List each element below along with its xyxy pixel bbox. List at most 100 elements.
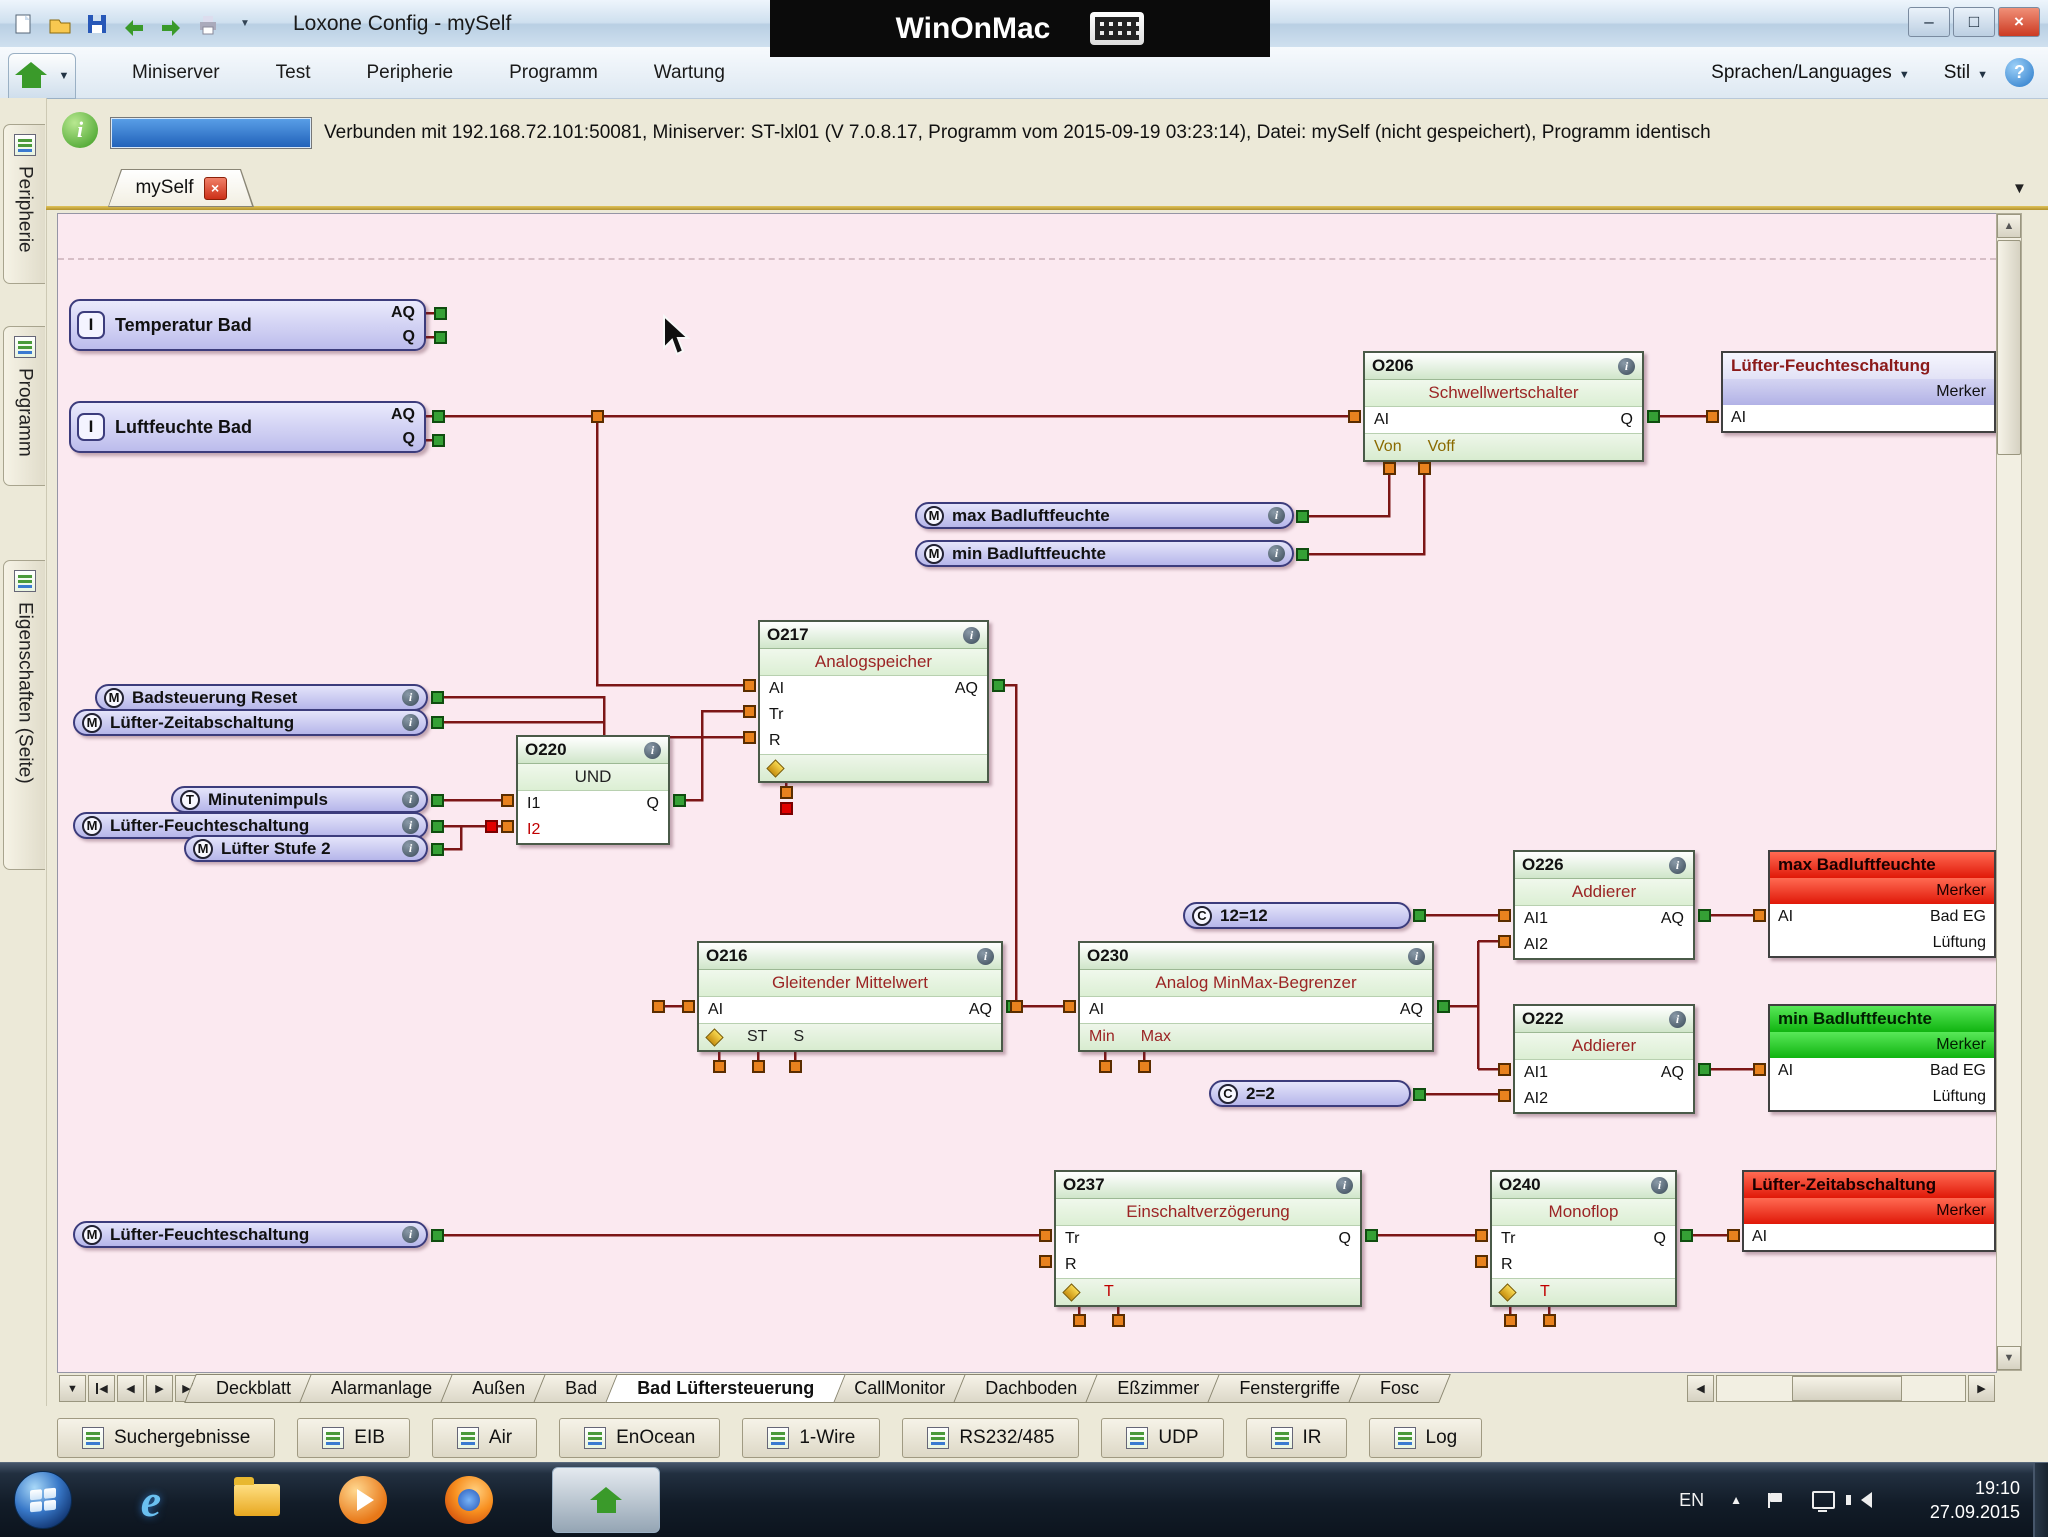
constant-2[interactable]: C 2=2 xyxy=(1209,1080,1411,1107)
port-in[interactable]: AI xyxy=(1089,1001,1104,1019)
info-icon[interactable]: i xyxy=(1268,545,1285,562)
page-tab-alarmanlage[interactable]: Alarmanlage xyxy=(305,1374,458,1403)
block-o216-gleitender-mittelwert[interactable]: O216 i Gleitender Mittelwert AI AQ ST S xyxy=(697,941,1003,1052)
flag-luefter-stufe-2[interactable]: M Lüfter Stufe 2 i xyxy=(184,835,428,862)
page-tab-bad-lueftersteuerung[interactable]: Bad Lüftersteuerung xyxy=(611,1374,840,1403)
start-button[interactable] xyxy=(14,1471,72,1529)
panel-tab-rs232-485[interactable]: RS232/485 xyxy=(902,1418,1079,1458)
close-tab-icon[interactable]: × xyxy=(204,177,227,200)
language-indicator[interactable]: EN xyxy=(1679,1490,1704,1511)
port-in[interactable]: AI1 xyxy=(1524,1064,1548,1082)
internet-explorer-icon[interactable]: e xyxy=(124,1473,178,1527)
port-in[interactable]: R xyxy=(769,732,781,750)
file-explorer-icon[interactable] xyxy=(230,1473,284,1527)
port-q[interactable]: Q xyxy=(403,325,415,349)
info-icon[interactable]: i xyxy=(1618,358,1635,375)
constant-12[interactable]: C 12=12 xyxy=(1183,902,1411,929)
port-aq[interactable]: AQ xyxy=(391,301,415,325)
volume-icon[interactable] xyxy=(1861,1492,1872,1508)
param-von[interactable]: Von xyxy=(1374,438,1402,456)
scroll-up-button[interactable]: ▲ xyxy=(1997,214,2021,238)
loxone-config-taskbar-button[interactable] xyxy=(552,1467,660,1533)
param-t[interactable]: T xyxy=(1104,1283,1114,1301)
info-icon[interactable]: i xyxy=(963,627,980,644)
tab-scroll-right-button[interactable]: ▶ xyxy=(1968,1375,1995,1402)
show-desktop-button[interactable] xyxy=(2033,1463,2048,1537)
port-in[interactable]: I1 xyxy=(527,795,540,813)
port-in[interactable]: Tr xyxy=(1501,1230,1516,1248)
merker-min-badluftfeuchte[interactable]: min Badluftfeuchte Merker AIBad EG Lüftu… xyxy=(1768,1004,1996,1112)
panel-tab-air[interactable]: Air xyxy=(432,1418,537,1458)
sidebar-tab-peripherie[interactable]: Peripherie xyxy=(3,124,45,284)
block-o222-addierer[interactable]: O222 i Addierer AI1 AQ AI2 xyxy=(1513,1004,1695,1114)
port-in[interactable]: R xyxy=(1501,1256,1513,1274)
menu-peripherie[interactable]: Peripherie xyxy=(366,62,453,84)
action-center-icon[interactable] xyxy=(1768,1493,1786,1508)
panel-tab-ir[interactable]: IR xyxy=(1246,1418,1347,1458)
block-o220-und[interactable]: O220 i UND I1 Q I2 xyxy=(516,735,670,845)
open-folder-icon[interactable] xyxy=(46,10,74,38)
flag-luefter-zeitabschaltung[interactable]: M Lüfter-Zeitabschaltung i xyxy=(73,709,428,736)
flag-badsteuerung-reset[interactable]: M Badsteuerung Reset i xyxy=(95,684,428,711)
port-out[interactable]: AQ xyxy=(955,680,978,698)
panel-tab-suchergebnisse[interactable]: Suchergebnisse xyxy=(57,1418,275,1458)
horizontal-scrollbar[interactable] xyxy=(1716,1375,1966,1402)
port-in[interactable]: AI xyxy=(1374,411,1389,429)
minimize-button[interactable]: – xyxy=(1908,7,1950,37)
port-in[interactable]: AI1 xyxy=(1524,910,1548,928)
block-o230-analog-minmax-begrenzer[interactable]: O230 i Analog MinMax-Begrenzer AI AQ Min… xyxy=(1078,941,1434,1052)
port-in-inverted[interactable]: I2 xyxy=(527,821,540,839)
info-icon[interactable]: i xyxy=(1336,1177,1353,1194)
port-in[interactable]: AI xyxy=(769,680,784,698)
port-out[interactable]: AQ xyxy=(1661,910,1684,928)
input-block-luftfeuchte-bad[interactable]: I Luftfeuchte Bad AQ Q xyxy=(69,401,426,453)
new-file-icon[interactable] xyxy=(9,10,37,38)
port-aq[interactable]: AQ xyxy=(391,403,415,427)
sidebar-tab-eigenschaften[interactable]: Eigenschaften (Seite) xyxy=(3,560,45,870)
flag-luefter-feuchteschaltung-2[interactable]: M Lüfter-Feuchteschaltung i xyxy=(73,1221,428,1248)
port-in[interactable]: AI2 xyxy=(1524,1090,1548,1108)
port-in[interactable]: Tr xyxy=(769,706,784,724)
sidebar-tab-programm[interactable]: Programm xyxy=(3,326,45,486)
scroll-down-button[interactable]: ▼ xyxy=(1997,1346,2021,1370)
vertical-scroll-thumb[interactable] xyxy=(1997,240,2021,455)
flag-max-badluftfeuchte[interactable]: M max Badluftfeuchte i xyxy=(915,502,1294,529)
block-o206-schwellwertschalter[interactable]: O206 i Schwellwertschalter AI Q Von Voff xyxy=(1363,351,1644,462)
block-o226-addierer[interactable]: O226 i Addierer AI1 AQ AI2 xyxy=(1513,850,1695,960)
horizontal-scroll-thumb[interactable] xyxy=(1792,1376,1902,1401)
param-min[interactable]: Min xyxy=(1089,1028,1115,1046)
port-out[interactable]: AQ xyxy=(1400,1001,1423,1019)
print-icon[interactable] xyxy=(194,10,222,38)
menu-languages[interactable]: Sprachen/Languages▼ xyxy=(1711,62,1910,84)
page-tab-callmonitor[interactable]: CallMonitor xyxy=(828,1374,971,1403)
menu-stil[interactable]: Stil▼ xyxy=(1944,62,1988,84)
param-max[interactable]: Max xyxy=(1141,1028,1171,1046)
document-tab-myself[interactable]: mySelf × xyxy=(108,169,254,207)
program-canvas[interactable]: I Temperatur Bad AQ Q I Luftfeuchte Bad … xyxy=(57,213,1997,1373)
info-icon[interactable]: i xyxy=(1408,948,1425,965)
merker-luefter-feuchteschaltung[interactable]: Lüfter-Feuchteschaltung Merker AI xyxy=(1721,351,1996,433)
merker-max-badluftfeuchte[interactable]: max Badluftfeuchte Merker AIBad EG Lüftu… xyxy=(1768,850,1996,958)
info-icon[interactable]: i xyxy=(402,689,419,706)
port-in[interactable]: R xyxy=(1065,1256,1077,1274)
toolbar-dropdown-icon[interactable]: ▼ xyxy=(231,10,259,38)
port-in[interactable]: AI xyxy=(708,1001,723,1019)
param-s[interactable]: S xyxy=(793,1028,804,1046)
info-icon[interactable]: i xyxy=(402,1226,419,1243)
page-tab-esszimmer[interactable]: Eßzimmer xyxy=(1091,1374,1225,1403)
page-tab-dachboden[interactable]: Dachboden xyxy=(959,1374,1103,1403)
block-o240-monoflop[interactable]: O240 i Monoflop Tr Q R T xyxy=(1490,1170,1677,1307)
menu-test[interactable]: Test xyxy=(276,62,311,84)
param-st[interactable]: ST xyxy=(747,1028,767,1046)
page-tab-fosc[interactable]: Fosc xyxy=(1354,1374,1445,1403)
home-button[interactable]: ▼ xyxy=(8,53,76,99)
param-voff[interactable]: Voff xyxy=(1428,438,1455,456)
panel-tab-enocean[interactable]: EnOcean xyxy=(559,1418,720,1458)
port-out[interactable]: Q xyxy=(1621,411,1633,429)
media-player-icon[interactable] xyxy=(336,1473,390,1527)
tab-list-dropdown-icon[interactable]: ▼ xyxy=(2012,180,2027,197)
info-icon[interactable]: i xyxy=(402,714,419,731)
save-icon[interactable] xyxy=(83,10,111,38)
param-t[interactable]: T xyxy=(1540,1283,1550,1301)
first-page-button[interactable]: ◀ xyxy=(88,1375,115,1402)
